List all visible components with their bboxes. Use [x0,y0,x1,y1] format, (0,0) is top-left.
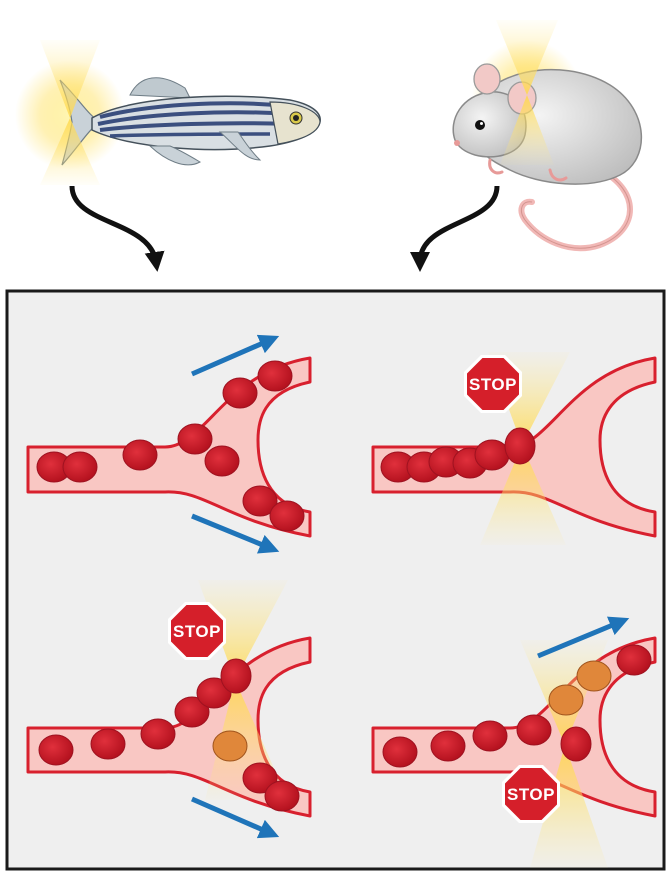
flow-arrow-icon [537,616,630,659]
blood-cell [472,720,508,752]
laser-beam-icon [500,95,554,165]
blood-cell [204,445,240,477]
stop-sign-label: STOP [173,622,221,641]
blood-cell [257,360,293,392]
blood-cell [242,762,278,794]
flow-arrow-icon [191,796,280,839]
mouse-icon [452,20,642,252]
vessel-normal-flow [26,356,312,538]
blood-cell [174,696,210,728]
blood-cell [560,726,592,762]
blood-cell [38,734,74,766]
laser-beam-icon [198,580,288,680]
stop-sign-icon: STOP [464,355,522,413]
stop-sign-icon: STOP [502,765,560,823]
stop-sign-icon: STOP [168,602,226,660]
blood-cell [177,423,213,455]
flow-arrow-icon [191,513,280,554]
curved-arrow-icon [69,185,165,272]
blood-cell [430,730,466,762]
blood-cell [62,451,98,483]
blood-cell [196,677,232,709]
laser-beam-icon [530,745,608,868]
laser-beam-icon [40,40,100,118]
laser-beam-icon [496,20,558,95]
curved-arrow-icon [410,185,500,272]
blood-cell [90,728,126,760]
blood-cell [616,644,652,676]
vessel-branch-occlusion-top [26,580,312,818]
blood-cell [516,714,552,746]
blood-cell [548,684,584,716]
blood-cell [242,485,278,517]
vessel-branch-occlusion-bottom [371,636,657,868]
blood-cell [576,660,612,692]
blood-cell [269,500,305,532]
blood-cell [222,377,258,409]
blood-cell [212,730,248,762]
stop-sign-label: STOP [507,785,555,804]
zebrafish-icon [15,40,321,185]
blood-cell [264,780,300,812]
blood-cell [140,718,176,750]
blood-cell [122,439,158,471]
blood-cell [504,427,536,465]
flow-arrow-icon [191,334,280,377]
blood-cell [474,439,510,471]
laser-beam-icon [480,445,566,545]
blood-cell [382,736,418,768]
blood-cell [220,658,252,694]
stop-sign-label: STOP [469,375,517,394]
laser-beam-icon [40,118,100,185]
